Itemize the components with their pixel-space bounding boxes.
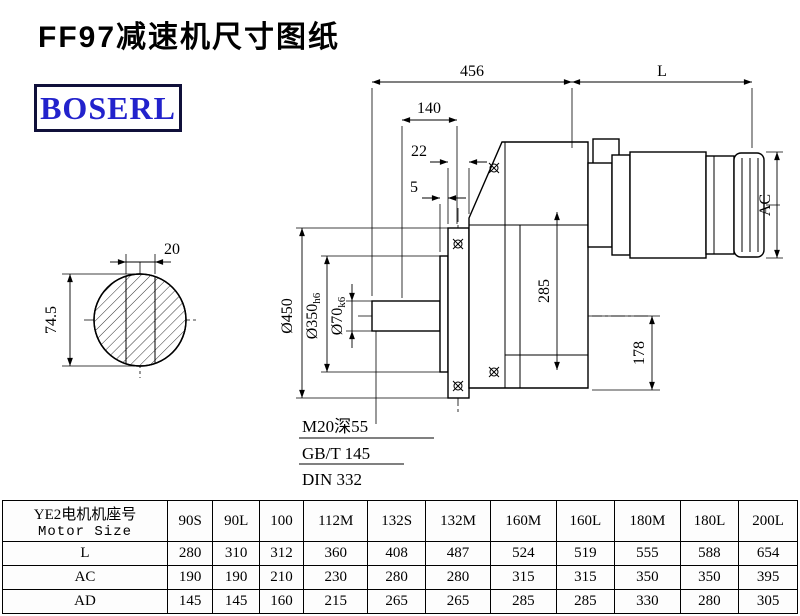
cell: 160: [259, 589, 305, 614]
bolt-symbol: [452, 238, 464, 250]
thread-callout: M20深55 GB/T 145 DIN 332: [299, 331, 434, 489]
column-header: 200L: [738, 500, 798, 542]
flange: [447, 227, 470, 399]
column-header: 180L: [679, 500, 740, 542]
boserl-logo-text: BOSERL: [40, 90, 176, 126]
motor-rear: [705, 155, 735, 255]
row-label: AC: [2, 565, 168, 590]
callout-thread: M20深55: [302, 417, 368, 436]
cell: 265: [367, 589, 426, 614]
cell: 315: [490, 565, 557, 590]
dimensions: 456 L 140 22 5 AC: [279, 63, 783, 399]
motor-view: [587, 138, 765, 259]
motor-size-header-cn: YE2电机机座号: [33, 506, 137, 523]
column-header: 160M: [490, 500, 557, 542]
dim-AC-label: AC: [757, 194, 774, 216]
cell: 280: [367, 565, 426, 590]
dim-22-label: 22: [411, 143, 427, 160]
cell: 588: [679, 541, 740, 566]
dim-178-label: 178: [631, 341, 648, 365]
page-title: FF97减速机尺寸图纸: [38, 21, 341, 54]
dia-70-label: Ø70k6: [329, 296, 348, 335]
cell: 519: [555, 541, 616, 566]
cell: 395: [738, 565, 798, 590]
bolt-symbol: [452, 380, 464, 392]
motor-adapter: [587, 162, 613, 248]
shaft-end-view: [93, 273, 187, 367]
row-label: AD: [2, 589, 168, 614]
column-header: 132M: [424, 500, 492, 542]
dim-L-label: L: [657, 63, 667, 80]
bolt-symbol: [488, 366, 500, 378]
dia-450-label: Ø450: [279, 298, 296, 334]
cell: 215: [303, 589, 369, 614]
column-header: 132S: [367, 500, 426, 542]
cell: 285: [490, 589, 557, 614]
dia-350-label: Ø350h6: [304, 292, 323, 339]
cell: 555: [614, 541, 681, 566]
motor-flange: [611, 154, 631, 256]
table-row: AD 145 145 160 215 265 265 285 285 330 2…: [2, 589, 798, 614]
cell: 230: [303, 565, 369, 590]
cell: 190: [212, 565, 261, 590]
cell: 145: [212, 589, 261, 614]
cell: 310: [212, 541, 261, 566]
dim-20-label: 20: [164, 241, 180, 258]
dimension-drawing: 20 74.5: [43, 63, 783, 489]
cell: 265: [424, 589, 492, 614]
cell: 350: [614, 565, 681, 590]
column-header: 90L: [212, 500, 261, 542]
dim-5-label: 5: [410, 179, 418, 196]
cell: 280: [679, 589, 740, 614]
cell: 312: [259, 541, 305, 566]
boserl-logo: BOSERL: [34, 84, 182, 132]
cell: 315: [555, 565, 616, 590]
output-shaft: [371, 300, 441, 332]
dim-140-label: 140: [417, 100, 441, 117]
cell: 280: [166, 541, 214, 566]
cell: 210: [259, 565, 305, 590]
column-header: 100: [259, 500, 305, 542]
cell: 408: [367, 541, 426, 566]
column-header: 180M: [614, 500, 681, 542]
housing: [468, 141, 589, 389]
cell: 145: [166, 589, 214, 614]
motor-size-header-en: Motor Size: [37, 523, 132, 540]
row-label: L: [2, 541, 168, 566]
column-header: 112M: [303, 500, 369, 542]
column-header: 160L: [555, 500, 616, 542]
table-row: AC 190 190 210 230 280 280 315 315 350 3…: [2, 565, 798, 590]
size-table: YE2电机机座号 Motor Size 90S 90L 100 112M 132…: [2, 500, 798, 614]
shaft-end-dims: 20 74.5: [43, 241, 180, 367]
callout-gb: GB/T 145: [302, 444, 370, 463]
cell: 330: [614, 589, 681, 614]
cell: 487: [424, 541, 492, 566]
table-row: L 280 310 312 360 408 487 524 519 555 58…: [2, 541, 798, 566]
bolt-symbol: [488, 162, 500, 174]
cell: 654: [738, 541, 798, 566]
dim-456-label: 456: [460, 63, 484, 80]
dim-74_5-label: 74.5: [43, 306, 60, 334]
column-header: 90S: [166, 500, 214, 542]
gearbox-view: [371, 141, 589, 399]
cell: 280: [424, 565, 492, 590]
cell: 305: [738, 589, 798, 614]
cell: 190: [166, 565, 214, 590]
cell: 360: [303, 541, 369, 566]
flange-spigot: [439, 255, 449, 373]
motor-body: [629, 151, 707, 259]
motor-size-header: YE2电机机座号 Motor Size: [2, 500, 168, 542]
cell: 524: [490, 541, 557, 566]
cell: 285: [555, 589, 616, 614]
callout-din: DIN 332: [302, 470, 362, 489]
table-header-row: YE2电机机座号 Motor Size 90S 90L 100 112M 132…: [2, 500, 798, 542]
dim-285-label: 285: [536, 279, 553, 303]
cell: 350: [679, 565, 740, 590]
